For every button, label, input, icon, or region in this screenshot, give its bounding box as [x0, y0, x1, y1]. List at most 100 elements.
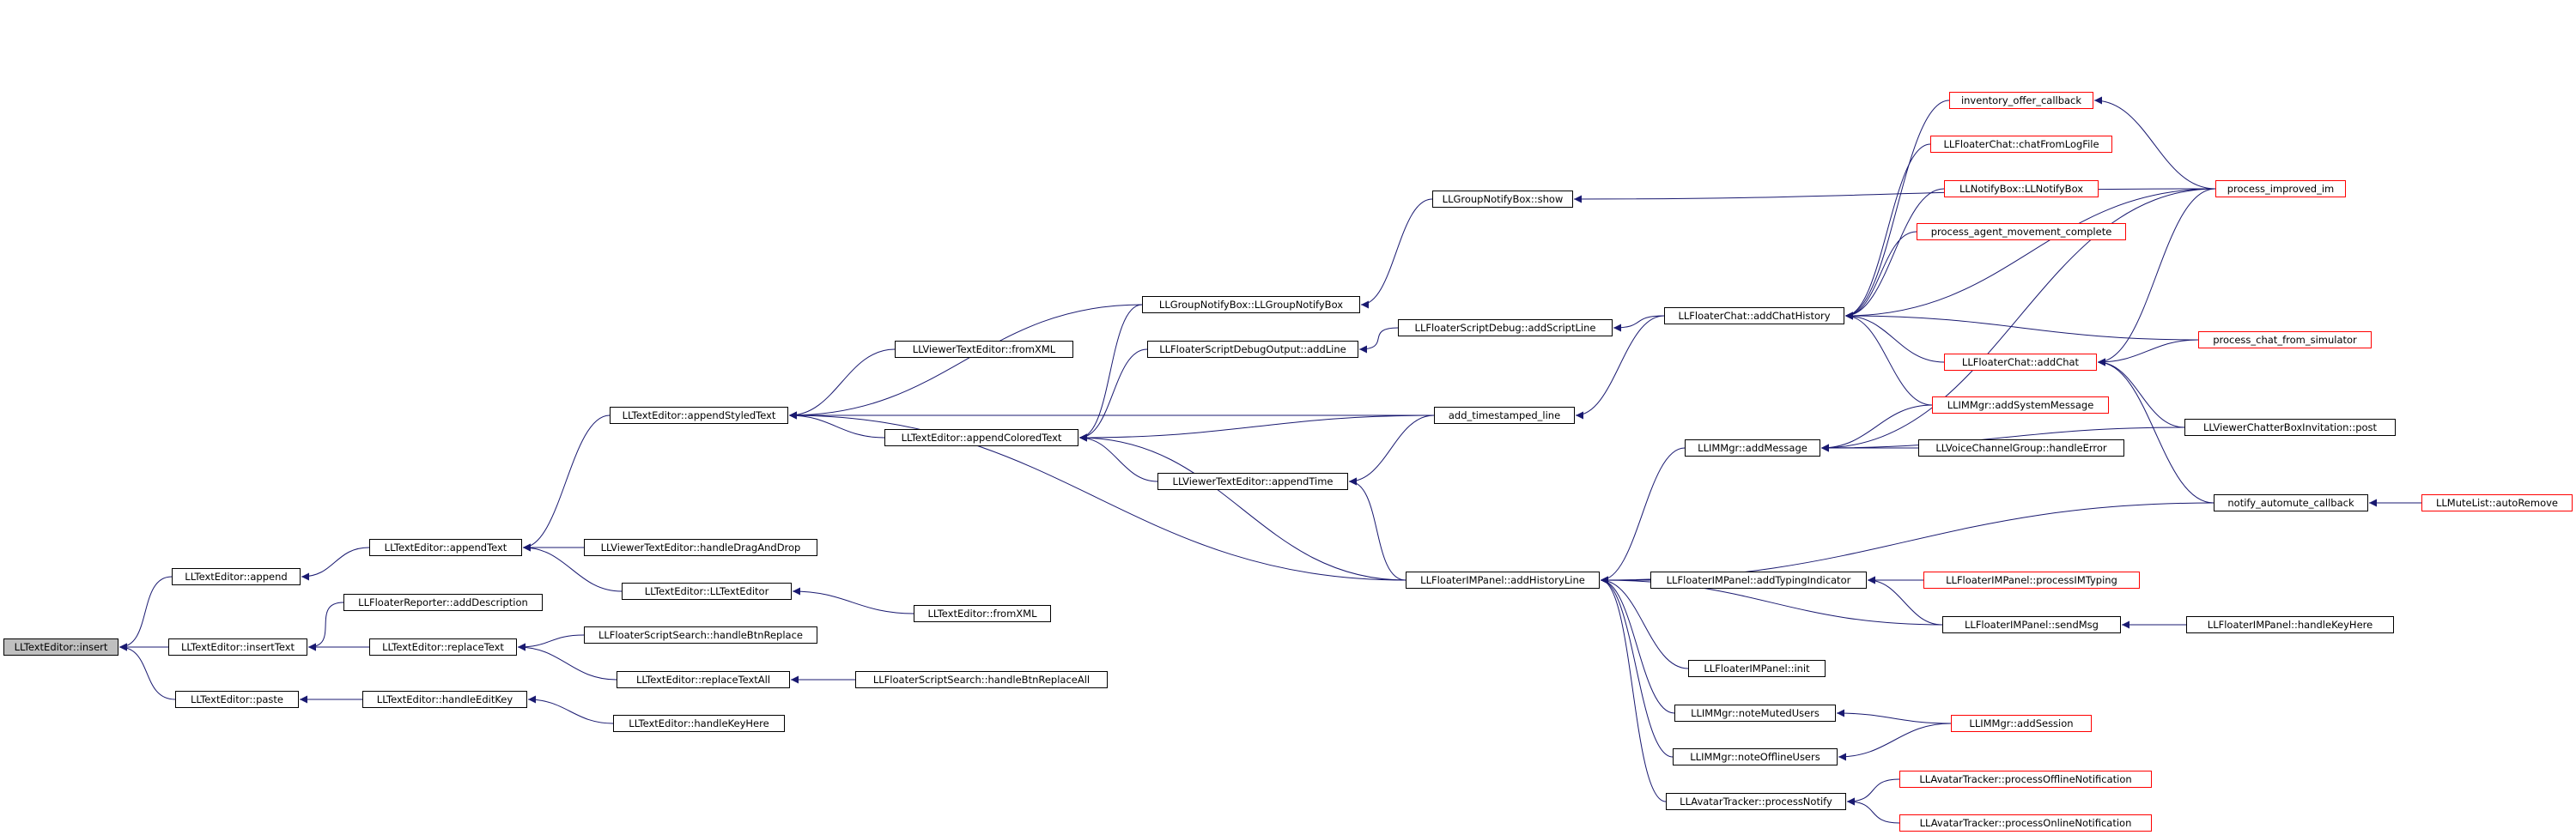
node-replace-text[interactable]: LLTextEditor::replaceText	[369, 638, 517, 656]
edge-notifyBoxCtor-to-addChatHistory	[1844, 188, 1945, 320]
edge-processImprovedIm-to-addMessage	[1820, 188, 2216, 452]
node-process-offline-notification[interactable]: LLAvatarTracker::processOfflineNotificat…	[1899, 771, 2152, 788]
node-append-text[interactable]: LLTextEditor::appendText	[369, 539, 522, 556]
edge-inventoryOfferCallback-to-addChatHistory	[1844, 100, 1950, 320]
node-im-panel-init[interactable]: LLFloaterIMPanel::init	[1688, 660, 1826, 677]
node-handle-edit-key[interactable]: LLTextEditor::handleEditKey	[362, 691, 527, 708]
edge-groupNotifyCtor-to-appendStyledText	[788, 304, 1143, 420]
node-handle-key-here[interactable]: LLTextEditor::handleKeyHere	[613, 715, 785, 732]
node-add-description[interactable]: LLFloaterReporter::addDescription	[343, 594, 543, 611]
node-text-from-xml[interactable]: LLTextEditor::fromXML	[914, 605, 1051, 622]
edge-addTimestampedLine-to-appendColoredText	[1078, 414, 1435, 442]
edge-addHistoryLine-to-appendStyledText	[788, 411, 1406, 581]
edge-scriptDebugAddScriptLine-to-scriptDebugOutputAddLine	[1358, 327, 1399, 354]
edge-appendColoredText-to-appendStyledText	[788, 411, 885, 439]
node-add-system-message[interactable]: LLIMMgr::addSystemMessage	[1932, 396, 2109, 414]
edge-handleBtnReplace-to-replaceText	[517, 634, 585, 651]
edge-replaceTextAll-to-replaceText	[517, 643, 617, 681]
node-handle-btn-replace-all[interactable]: LLFloaterScriptSearch::handleBtnReplaceA…	[855, 671, 1108, 688]
edge-scriptDebugOutputAddLine-to-appendColoredText	[1078, 348, 1148, 442]
edge-chatFromLogFile-to-addChatHistory	[1844, 143, 1931, 320]
node-add-timestamped-line[interactable]: add_timestamped_line	[1434, 407, 1575, 424]
node-notify-automute-callback[interactable]: notify_automute_callback	[2214, 494, 2368, 511]
node-append-styled-text[interactable]: LLTextEditor::appendStyledText	[610, 407, 788, 424]
node-note-offline-users[interactable]: LLIMMgr::noteOfflineUsers	[1673, 748, 1838, 765]
edge-addSession-to-noteOfflineUsers	[1838, 723, 1952, 761]
edge-addHistoryLine-to-appendColoredText	[1078, 433, 1406, 581]
node-floater-chat-add-chat[interactable]: LLFloaterChat::addChat	[1944, 354, 2097, 371]
edge-notifyAutomuteCallback-to-addHistoryLine	[1600, 502, 2215, 584]
edge-processAgentMovementComplete-to-addChatHistory	[1844, 231, 1917, 320]
edge-addSystemMessage-to-addChatHistory	[1844, 312, 1933, 406]
edge-sendMsg-to-addTypingIndicator	[1867, 576, 1943, 626]
node-append-time[interactable]: LLViewerTextEditor::appendTime	[1157, 473, 1348, 490]
edge-processNotify-to-addHistoryLine	[1600, 576, 1667, 802]
node-group-notify-ctor[interactable]: LLGroupNotifyBox::LLGroupNotifyBox	[1142, 296, 1360, 313]
node-add-message[interactable]: LLIMMgr::addMessage	[1685, 439, 1820, 457]
node-add-session[interactable]: LLIMMgr::addSession	[1951, 715, 2092, 732]
edge-addTimestampedLine-to-appendTime	[1348, 414, 1435, 486]
edge-processChatFromSimulator-to-floaterChatAddChat	[2097, 339, 2199, 366]
edge-processImprovedIm-to-groupNotifyShow	[1573, 188, 2216, 203]
node-script-debug-add-script-line[interactable]: LLFloaterScriptDebug::addScriptLine	[1398, 319, 1613, 336]
edge-textFromXML-to-ctor	[792, 587, 914, 614]
node-chat-from-log-file[interactable]: LLFloaterChat::chatFromLogFile	[1930, 136, 2112, 153]
node-chatter-box-post[interactable]: LLViewerChatterBoxInvitation::post	[2184, 419, 2396, 436]
node-insert: LLTextEditor::insert	[3, 638, 118, 656]
edge-imPanelInit-to-addHistoryLine	[1600, 576, 1689, 669]
node-script-debug-output-add-line[interactable]: LLFloaterScriptDebugOutput::addLine	[1147, 341, 1358, 358]
edge-processOnlineNotification-to-processNotify	[1846, 797, 1900, 824]
edge-handleKeyHere-to-handleEditKey	[527, 695, 614, 724]
edge-addHistoryLine-to-appendTime	[1348, 477, 1406, 581]
edge-paste-to-insert	[118, 643, 176, 700]
edge-groupNotifyShow-to-groupNotifyCtor	[1360, 198, 1433, 309]
edge-appendTime-to-appendColoredText	[1078, 433, 1158, 482]
edge-notifyAutomuteCallback-to-floaterChatAddChat	[2097, 358, 2215, 504]
node-process-online-notification[interactable]: LLAvatarTracker::processOnlineNotificati…	[1899, 814, 2152, 832]
node-add-chat-history[interactable]: LLFloaterChat::addChatHistory	[1664, 307, 1844, 324]
node-send-msg[interactable]: LLFloaterIMPanel::sendMsg	[1942, 616, 2121, 633]
node-append[interactable]: LLTextEditor::append	[172, 568, 301, 585]
node-mute-auto-remove[interactable]: LLMuteList::autoRemove	[2421, 494, 2573, 511]
edge-chatterBoxPost-to-addMessage	[1820, 427, 2185, 452]
node-process-chat-from-simulator[interactable]: process_chat_from_simulator	[2198, 331, 2372, 348]
edge-addMessage-to-addHistoryLine	[1600, 447, 1686, 584]
edge-ctor-to-appendText	[522, 543, 623, 592]
node-voice-handle-error[interactable]: LLVoiceChannelGroup::handleError	[1918, 439, 2124, 457]
node-insert-text[interactable]: LLTextEditor::insertText	[168, 638, 307, 656]
node-im-panel-handle-key-here[interactable]: LLFloaterIMPanel::handleKeyHere	[2186, 616, 2394, 633]
edge-addChatHistory-to-scriptDebugAddScriptLine	[1613, 315, 1665, 332]
edge-noteOfflineUsers-to-addHistoryLine	[1600, 576, 1674, 758]
node-ctor[interactable]: LLTextEditor::LLTextEditor	[622, 583, 792, 600]
edge-noteMutedUsers-to-addHistoryLine	[1600, 576, 1675, 714]
node-process-imtyping[interactable]: LLFloaterIMPanel::processIMTyping	[1923, 572, 2140, 589]
edge-addSystemMessage-to-addMessage	[1820, 404, 1933, 452]
node-viewer-from-xml[interactable]: LLViewerTextEditor::fromXML	[895, 341, 1073, 358]
node-notify-box-ctor[interactable]: LLNotifyBox::LLNotifyBox	[1944, 180, 2099, 197]
edge-appendStyledText-to-appendText	[522, 414, 611, 552]
node-process-agent-movement-complete[interactable]: process_agent_movement_complete	[1917, 223, 2126, 240]
node-group-notify-show[interactable]: LLGroupNotifyBox::show	[1432, 191, 1573, 208]
edge-append-to-insert	[118, 576, 173, 651]
edge-groupNotifyCtor-to-appendColoredText	[1078, 304, 1143, 442]
node-process-improved-im[interactable]: process_improved_im	[2215, 180, 2346, 197]
node-handle-btn-replace[interactable]: LLFloaterScriptSearch::handleBtnReplace	[584, 626, 817, 644]
edge-viewerFromXML-to-appendStyledText	[788, 348, 896, 420]
node-process-notify[interactable]: LLAvatarTracker::processNotify	[1666, 793, 1846, 810]
node-add-history-line[interactable]: LLFloaterIMPanel::addHistoryLine	[1406, 572, 1600, 589]
edge-floaterChatAddChat-to-addChatHistory	[1844, 312, 1945, 363]
node-add-typing-indicator[interactable]: LLFloaterIMPanel::addTypingIndicator	[1650, 572, 1867, 589]
edge-chatterBoxPost-to-floaterChatAddChat	[2097, 358, 2185, 428]
edge-processImprovedIm-to-floaterChatAddChat	[2097, 188, 2216, 366]
edge-processImprovedIm-to-inventoryOfferCallback	[2093, 96, 2216, 190]
node-note-muted-users[interactable]: LLIMMgr::noteMutedUsers	[1674, 705, 1836, 722]
node-replace-text-all[interactable]: LLTextEditor::replaceTextAll	[617, 671, 790, 688]
node-handle-drag-and-drop[interactable]: LLViewerTextEditor::handleDragAndDrop	[584, 539, 817, 556]
node-paste[interactable]: LLTextEditor::paste	[175, 691, 299, 708]
node-append-colored-text[interactable]: LLTextEditor::appendColoredText	[884, 429, 1078, 446]
edge-addChatHistory-to-addTimestampedLine	[1575, 315, 1665, 420]
node-inventory-offer-callback[interactable]: inventory_offer_callback	[1949, 92, 2093, 109]
edge-processOfflineNotification-to-processNotify	[1846, 778, 1900, 806]
